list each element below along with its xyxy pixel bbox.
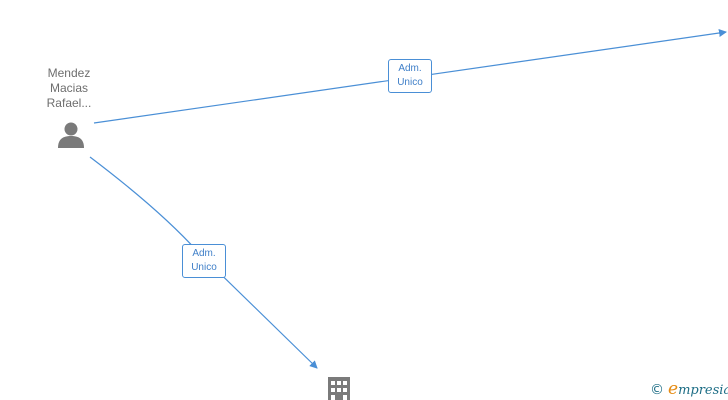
relation-role: Adm. bbox=[398, 63, 422, 74]
person-name-line-2: Macias bbox=[49, 81, 88, 95]
relation-label-company-building[interactable]: Adm. Unico bbox=[182, 244, 226, 278]
brand-initial: e bbox=[668, 379, 679, 399]
person-name[interactable]: Mendez Macias Rafael... bbox=[34, 66, 104, 111]
empresia-watermark: ©empresia bbox=[650, 379, 728, 399]
copyright-symbol: © bbox=[650, 382, 664, 398]
person-name-line-1: Mendez bbox=[47, 66, 91, 80]
relation-role: Adm. bbox=[192, 248, 216, 259]
building-icon[interactable] bbox=[328, 377, 350, 400]
person-name-line-3: Rafael... bbox=[46, 96, 92, 110]
relation-role-detail: Unico bbox=[191, 262, 217, 273]
person-icon[interactable] bbox=[58, 122, 84, 149]
relation-role-detail: Unico bbox=[397, 77, 423, 88]
relation-label-offscreen-company[interactable]: Adm. Unico bbox=[388, 59, 432, 93]
brand-name: mpresia bbox=[678, 383, 728, 398]
